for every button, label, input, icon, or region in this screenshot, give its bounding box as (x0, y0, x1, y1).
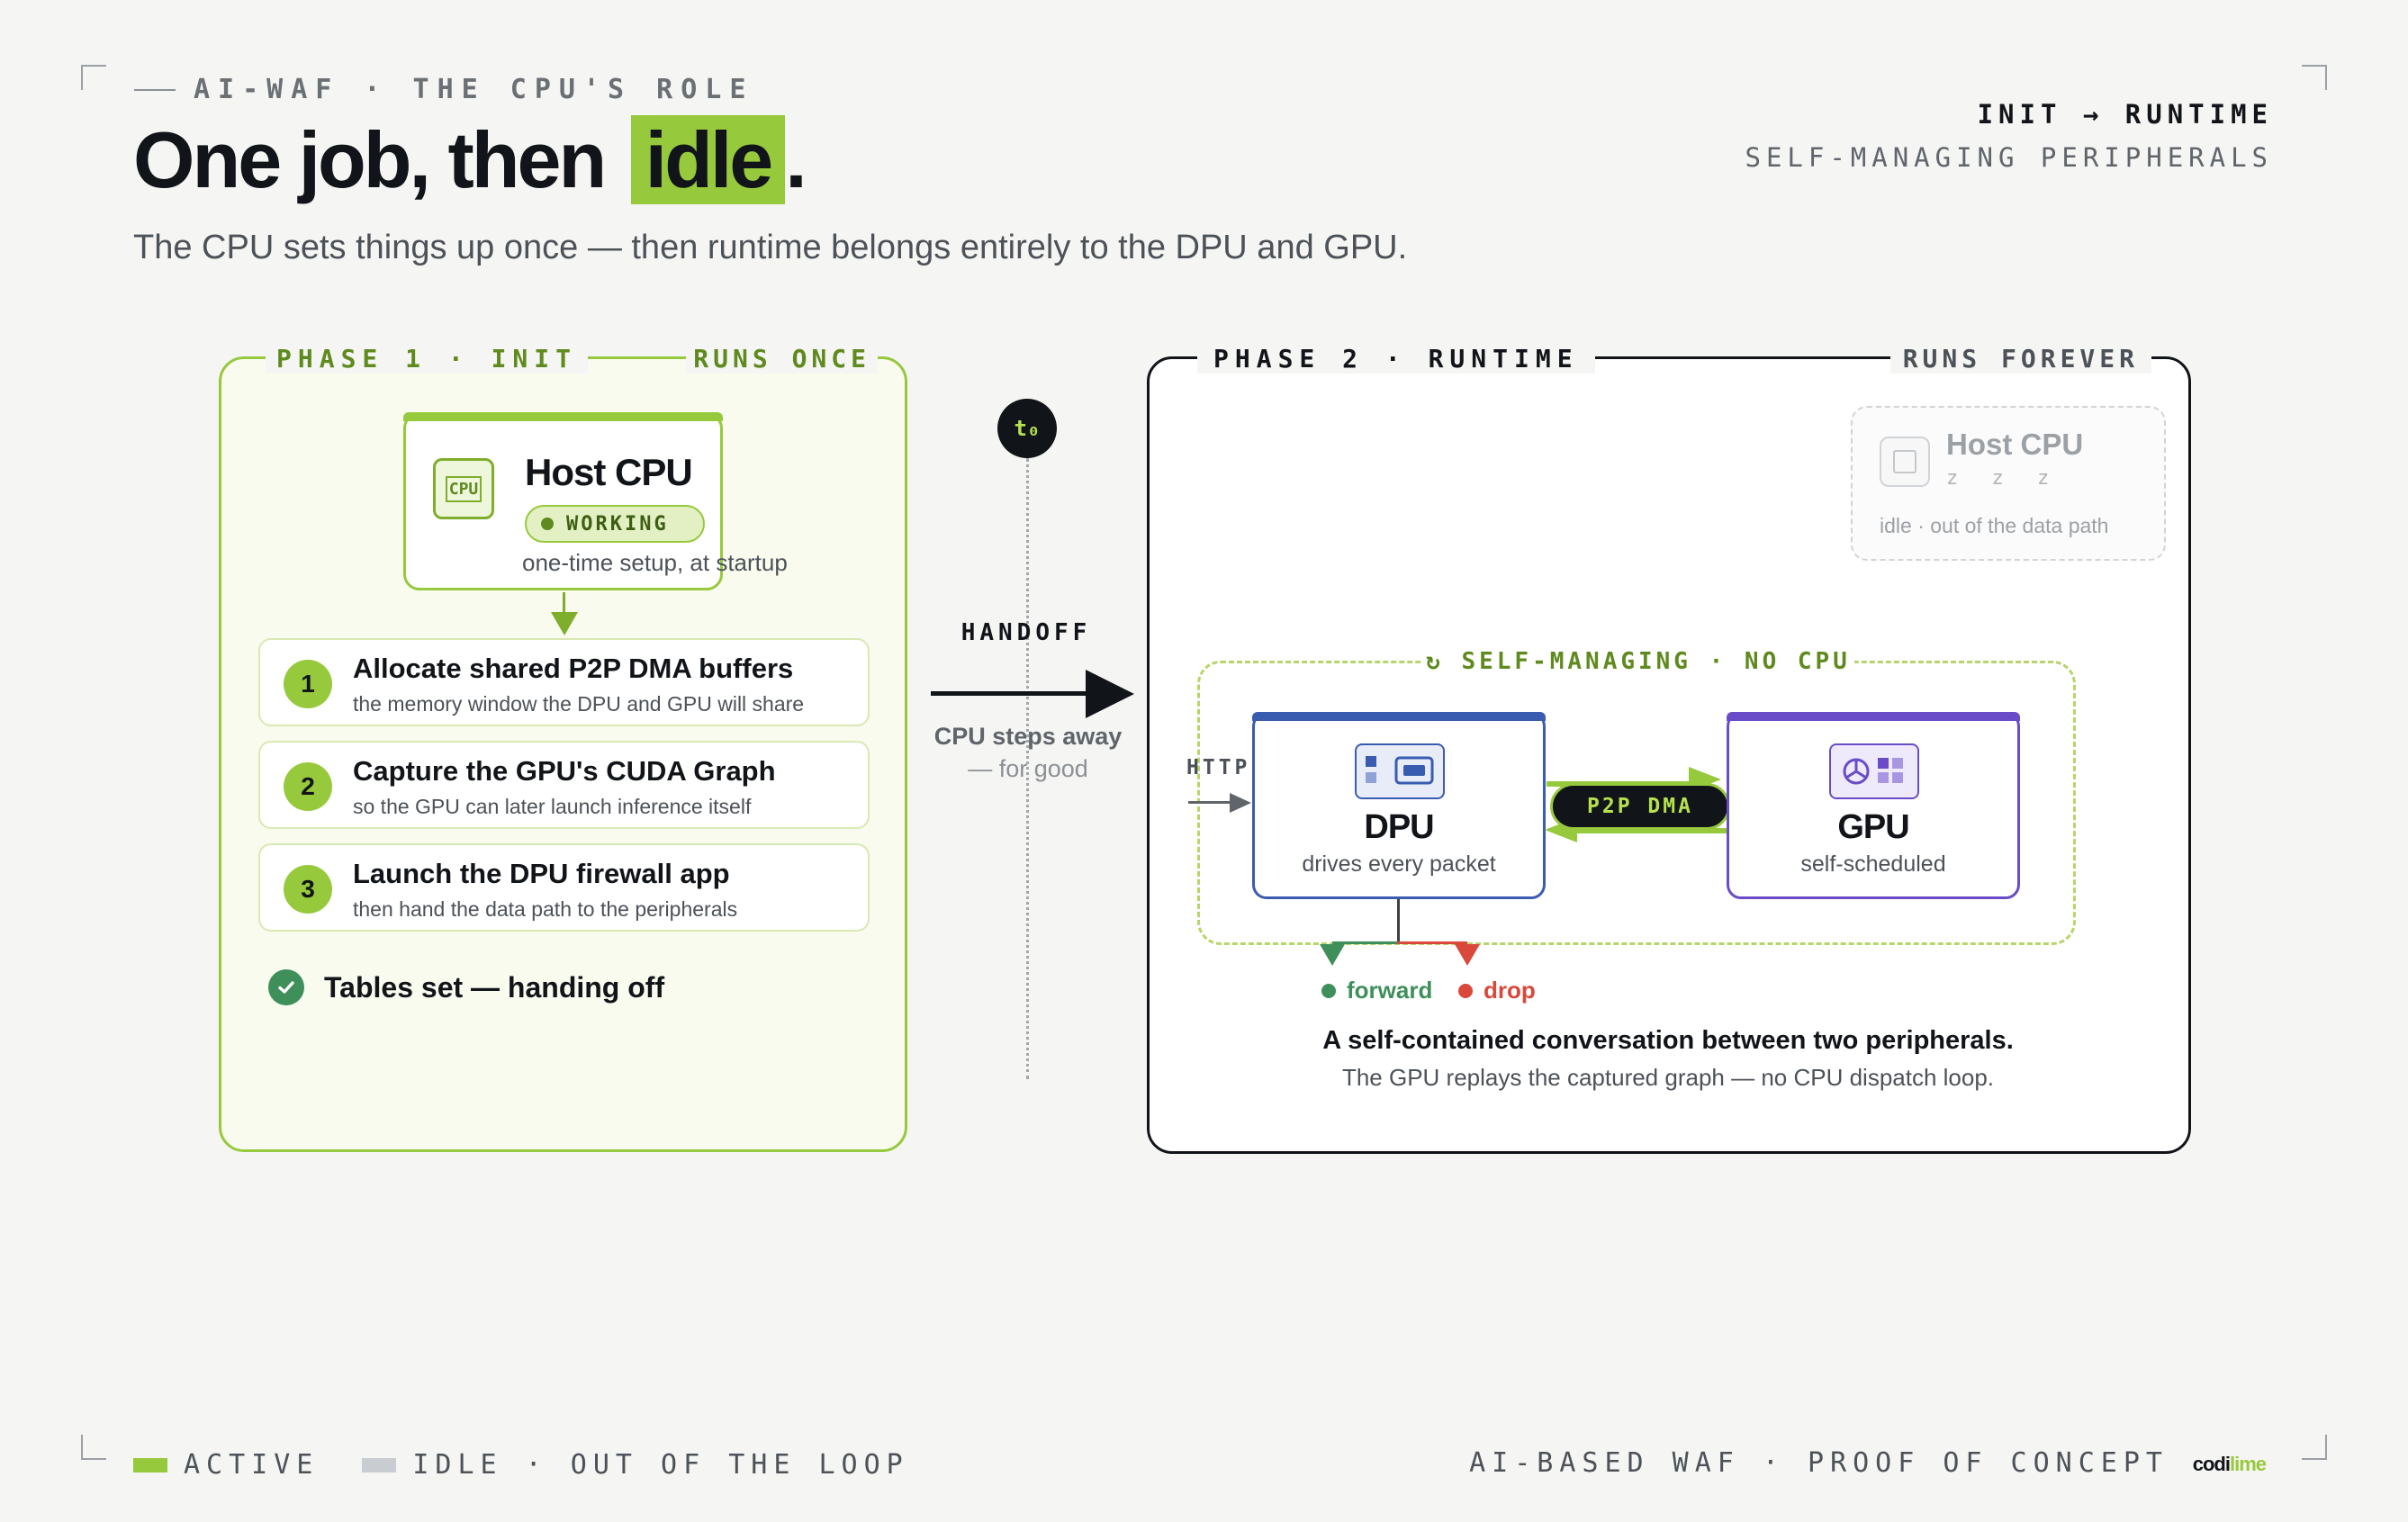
status-text: WORKING (566, 512, 669, 536)
step-title: Allocate shared P2P DMA buffers (353, 653, 794, 684)
dpu-name: DPU (1364, 808, 1434, 846)
idle-cpu-name: Host CPU (1946, 428, 2084, 461)
cpu-chip-icon: CPU (433, 458, 494, 519)
phase1-legend-line (588, 357, 687, 359)
phase1-legend: PHASE 1 · INIT RUNS ONCE (266, 342, 878, 374)
footer-legend: ACTIVE IDLE · OUT OF THE LOOP (133, 1449, 909, 1481)
idle-swatch (362, 1457, 397, 1472)
handoff-label: HANDOFF (960, 619, 1092, 646)
dpu-card-bar (1252, 712, 1546, 721)
dpu-icon (1355, 743, 1445, 799)
active-legend-label: ACTIVE (184, 1449, 320, 1481)
dpu-description: drives every packet (1302, 851, 1496, 877)
self-managing-label: ↻ SELF-MANAGING · NO CPU (1422, 648, 1854, 680)
step-subtitle: so the GPU can later launch inference it… (353, 795, 752, 818)
handoff-status: Tables set — handing off (268, 969, 664, 1005)
step-title: Capture the GPU's CUDA Graph (353, 755, 776, 787)
step-number: 3 (284, 865, 332, 914)
setup-step: 3 Launch the DPU firewall app then hand … (258, 843, 870, 932)
page-subtitle: The CPU sets things up once — then runti… (133, 229, 1408, 266)
title-prefix: One job, then (133, 115, 624, 204)
forward-legend: forward (1321, 977, 1432, 1004)
time-zero-marker: t₀ (997, 399, 1057, 458)
gpu-icon (1829, 743, 1919, 799)
page-title: One job, then idle. (133, 115, 807, 205)
active-swatch (133, 1457, 167, 1472)
runtime-caption-title: A self-contained conversation between tw… (1322, 1026, 2014, 1055)
idle-cpu-note: idle · out of the data path (1880, 514, 2109, 537)
corner-mark-top-right (2302, 65, 2327, 90)
host-cpu-card-bar (403, 412, 723, 421)
forward-label: forward (1347, 977, 1433, 1004)
host-cpu-card: CPU Host CPU WORKING (403, 412, 723, 590)
drop-label: drop (1484, 977, 1536, 1004)
dpu-card: DPU drives every packet (1252, 712, 1546, 899)
corner-mark-bottom-right (2302, 1435, 2327, 1460)
phase1-frequency: RUNS ONCE (686, 343, 878, 374)
phase2-legend: PHASE 2 · RUNTIME RUNS FOREVER (1197, 342, 2151, 374)
gpu-description: self-scheduled (1800, 851, 1946, 877)
phase1-label: PHASE 1 · INIT (266, 343, 589, 374)
footer-project-label: AI-BASED WAF · PROOF OF CONCEPT (1469, 1447, 2169, 1479)
step-subtitle: then hand the data path to the periphera… (353, 897, 738, 921)
handoff-caption-line1: CPU steps away (933, 723, 1123, 750)
step-subtitle: the memory window the DPU and GPU will s… (353, 692, 805, 716)
forward-arrow-head (1320, 944, 1345, 966)
handoff-arrow-head (1086, 670, 1134, 718)
http-in-arrow-line (1188, 801, 1235, 804)
setup-step: 2 Capture the GPU's CUDA Graph so the GP… (258, 741, 870, 829)
idle-legend-label: IDLE · OUT OF THE LOOP (412, 1449, 909, 1481)
host-cpu-name: Host CPU (525, 451, 693, 493)
phase2-label: PHASE 2 · RUNTIME (1197, 343, 1595, 374)
setup-step: 1 Allocate shared P2P DMA buffers the me… (258, 638, 870, 726)
cpu-chip-text: CPU (445, 475, 483, 502)
corner-mark-top-left (81, 65, 106, 90)
corner-mark-bottom-left (81, 1435, 106, 1460)
gpu-card: GPU self-scheduled (1727, 712, 2020, 899)
step-title: Launch the DPU firewall app (353, 858, 730, 889)
logo-part-b: lime (2229, 1453, 2267, 1475)
header-flow-label: INIT → RUNTIME (1977, 99, 2273, 130)
eyebrow: AI-WAF · THE CPU'S ROLE (134, 74, 753, 105)
host-cpu-note: one-time setup, at startup (522, 549, 788, 576)
verdict-split-stem (1397, 899, 1400, 942)
handoff-caption-line2: — for good (968, 755, 1088, 782)
drop-legend: drop (1458, 977, 1536, 1004)
gpu-card-bar (1727, 712, 2020, 721)
phase2-frequency: RUNS FOREVER (1889, 343, 2151, 374)
check-icon (268, 969, 304, 1005)
sleep-indicator: z z z (1946, 467, 2061, 490)
header-topic-label: SELF-MANAGING PERIPHERALS (1745, 142, 2273, 173)
title-suffix: . (785, 115, 807, 204)
status-badge: WORKING (525, 505, 705, 543)
brand-logo: codilime (2192, 1453, 2267, 1476)
title-highlight: idle (630, 115, 786, 204)
step-number: 1 (284, 660, 332, 708)
handoff-arrow-line (931, 691, 1093, 696)
eyebrow-dash (134, 88, 176, 91)
handoff-status-text: Tables set — handing off (324, 970, 665, 1004)
http-in-arrow-head (1230, 793, 1251, 813)
eyebrow-text: AI-WAF · THE CPU'S ROLE (194, 74, 754, 105)
phase2-legend-line (1594, 357, 1890, 359)
logo-part-a: codi (2192, 1453, 2231, 1475)
status-dot (541, 518, 554, 530)
forward-dot (1321, 983, 1336, 998)
idle-cpu-chip-icon (1880, 437, 1930, 487)
idle-cpu-card: Host CPU z z z idle · out of the data pa… (1851, 406, 2166, 561)
setup-arrow-stem (563, 592, 565, 628)
handoff-timeline (1026, 458, 1029, 1079)
handoff-caption: CPU steps away — for good (920, 720, 1136, 785)
drop-dot (1458, 983, 1473, 998)
p2p-dma-link: P2P DMA (1550, 783, 1730, 830)
gpu-name: GPU (1837, 808, 1909, 846)
setup-arrow-head (551, 612, 578, 635)
runtime-caption-subtitle: The GPU replays the captured graph — no … (1341, 1064, 1995, 1091)
drop-branch (1397, 941, 1467, 944)
drop-arrow-head (1455, 944, 1480, 966)
forward-branch (1332, 941, 1399, 944)
p2p-arrow-bottom (1575, 828, 1728, 833)
step-number: 2 (284, 762, 332, 811)
